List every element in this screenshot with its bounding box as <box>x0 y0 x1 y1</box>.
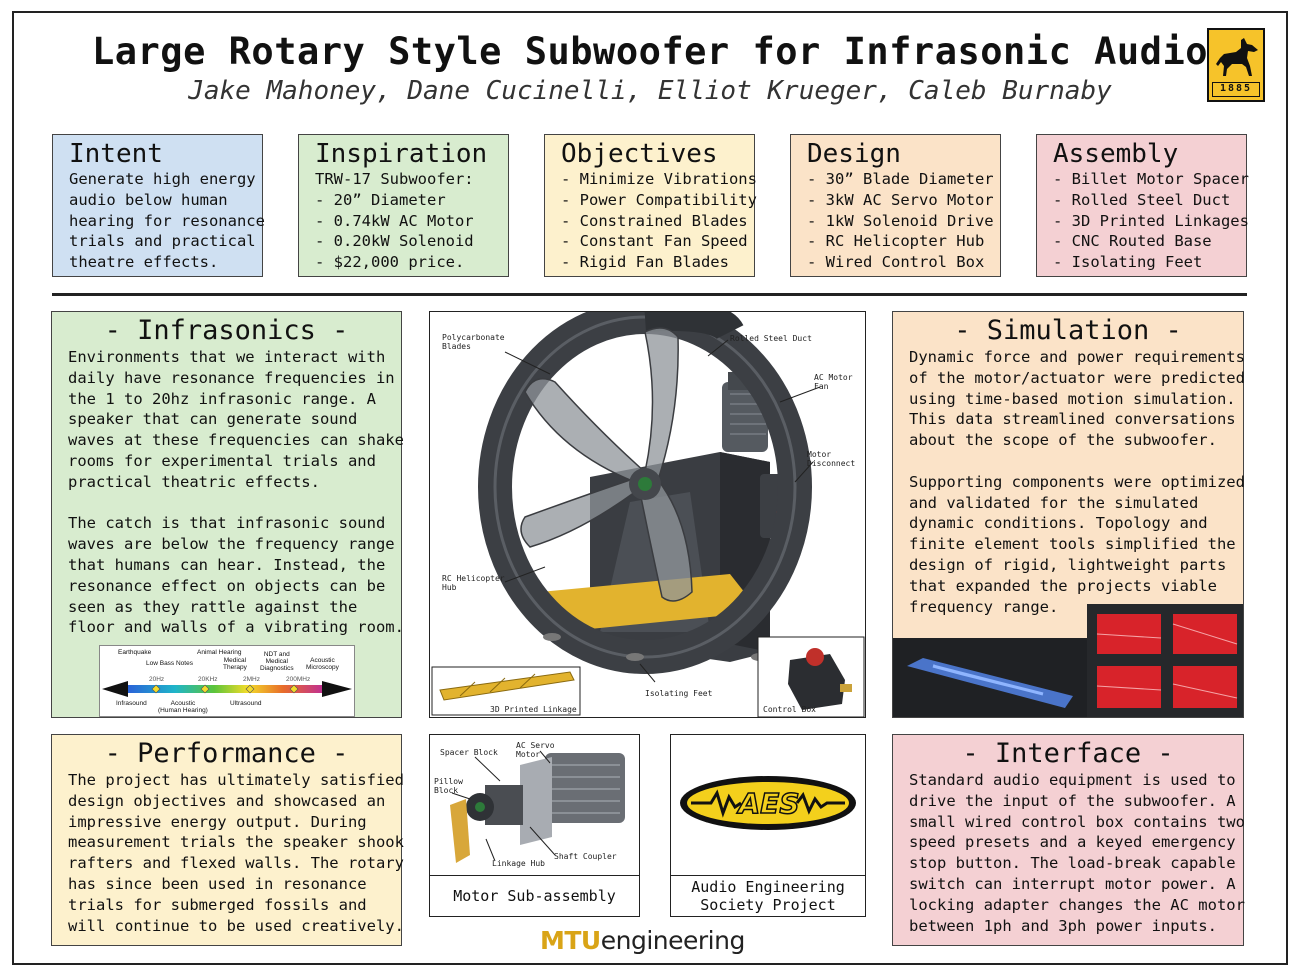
poster-authors: Jake Mahoney, Dane Cucinelli, Elliot Kru… <box>188 76 1112 106</box>
spectrum-label-acoustic: Acoustic (Human Hearing) <box>158 700 208 714</box>
performance-title: - Performance - <box>104 738 349 769</box>
interface-text: Standard audio equipment is used to driv… <box>909 771 1245 935</box>
motor-caption-rule <box>430 875 639 876</box>
inspiration-box: Inspiration TRW-17 Subwoofer: - 20” Diam… <box>298 134 509 277</box>
label-isolating-feet: Isolating Feet <box>645 689 713 698</box>
intent-text: Generate high energy audio below human h… <box>69 170 265 272</box>
design-text: - 30” Blade Diameter - 3kW AC Servo Moto… <box>807 170 994 272</box>
spectrum-label-earthquake: Earthquake <box>118 649 152 656</box>
aes-caption-rule <box>671 875 865 876</box>
performance-box: - Performance - The project has ultimate… <box>51 734 404 946</box>
interface-box: - Interface - Standard audio equipment i… <box>892 734 1245 946</box>
frequency-spectrum-diagram: Earthquake Low Bass Notes Animal Hearing… <box>99 645 355 717</box>
assembly-title: Assembly <box>1053 139 1179 169</box>
aes-logo-text: AES <box>738 786 800 821</box>
spectrum-label-medical: Medical Therapy <box>223 657 247 671</box>
husky-logo: 1885 <box>1207 28 1265 102</box>
aes-panel: AES Audio Engineering Society Project <box>670 734 866 917</box>
spectrum-label-microscopy: Acoustic Microscopy <box>306 657 339 671</box>
label-ac-servo: AC Servo Motor <box>516 741 555 759</box>
label-motor-disconnect: Motor Disconnect <box>807 450 856 468</box>
engineering-wordmark: engineering <box>600 926 746 955</box>
label-spacer-block: Spacer Block <box>440 748 498 757</box>
interface-title: - Interface - <box>962 738 1174 769</box>
motor-subassembly-panel: Spacer Block AC Servo Motor Pillow Block… <box>429 734 640 917</box>
simulation-text: Dynamic force and power requirements of … <box>909 348 1245 616</box>
design-box: Design - 30” Blade Diameter - 3kW AC Ser… <box>790 134 1001 277</box>
spectrum-label-ndt: NDT and Medical Diagnostics <box>260 651 294 672</box>
aes-logo <box>680 776 856 830</box>
label-duct: Rolled Steel Duct <box>730 334 812 343</box>
simulation-box: - Simulation - Dynamic force and power r… <box>892 311 1245 718</box>
label-linkage: 3D Printed Linkage <box>490 705 577 714</box>
objectives-box: Objectives - Minimize Vibrations - Power… <box>544 134 757 277</box>
poster-title: Large Rotary Style Subwoofer for Infraso… <box>91 30 1209 73</box>
label-control-box: Control Box <box>763 705 816 714</box>
inspiration-text: TRW-17 Subwoofer: - 20” Diameter - 0.74k… <box>315 170 474 272</box>
spectrum-freq-2mhz: 2MHz <box>243 676 260 683</box>
motor-subassembly-render <box>450 750 625 863</box>
label-shaft-coupler: Shaft Coupler <box>554 852 617 861</box>
subwoofer-render <box>431 312 865 717</box>
spectrum-freq-200mhz: 200MHz <box>286 676 311 683</box>
spectrum-label-infrasound: Infrasound <box>116 700 147 707</box>
husky-icon <box>1216 38 1258 76</box>
motor-caption: Motor Sub-assembly <box>453 887 616 905</box>
subwoofer-render-panel: Polycarbonate Blades Rolled Steel Duct A… <box>429 311 866 718</box>
infrasonics-title: - Infrasonics - <box>104 315 349 346</box>
inspiration-title: Inspiration <box>315 139 488 169</box>
poster-frame <box>12 11 1288 965</box>
intent-box: Intent Generate high energy audio below … <box>52 134 265 277</box>
section-divider <box>52 293 1247 296</box>
label-rc-hub: RC Helicopter Hub <box>442 574 505 592</box>
infrasonics-text: Environments that we interact with daily… <box>68 348 404 637</box>
label-linkage-hub: Linkage Hub <box>492 859 545 868</box>
spectrum-label-ultrasound: Ultrasound <box>230 700 262 707</box>
objectives-text: - Minimize Vibrations - Power Compatibil… <box>561 170 757 272</box>
spectrum-freq-20hz: 20Hz <box>149 676 165 683</box>
label-pillow-block: Pillow Block <box>434 777 463 795</box>
mtu-engineering-logo: MTUengineering <box>540 926 745 955</box>
intent-title: Intent <box>69 139 163 169</box>
label-motor-fan: AC Motor Fan <box>814 373 853 391</box>
assembly-text: - Billet Motor Spacer - Rolled Steel Duc… <box>1053 170 1249 272</box>
assembly-box: Assembly - Billet Motor Spacer - Rolled … <box>1036 134 1249 277</box>
objectives-title: Objectives <box>561 139 718 169</box>
aes-caption: Audio Engineering Society Project <box>691 878 845 914</box>
simulation-title: - Simulation - <box>954 315 1182 346</box>
design-title: Design <box>807 139 901 169</box>
label-blades: Polycarbonate Blades <box>442 333 505 351</box>
performance-text: The project has ultimately satisfied des… <box>68 771 404 935</box>
spectrum-label-bass: Low Bass Notes <box>146 660 193 667</box>
spectrum-label-animal: Animal Hearing <box>197 649 242 656</box>
spectrum-freq-20khz: 20KHz <box>198 676 218 683</box>
simulation-images <box>893 604 1243 717</box>
logo-year: 1885 <box>1212 82 1260 97</box>
mtu-wordmark: MTU <box>540 926 601 955</box>
spectrum-bar <box>102 681 352 697</box>
